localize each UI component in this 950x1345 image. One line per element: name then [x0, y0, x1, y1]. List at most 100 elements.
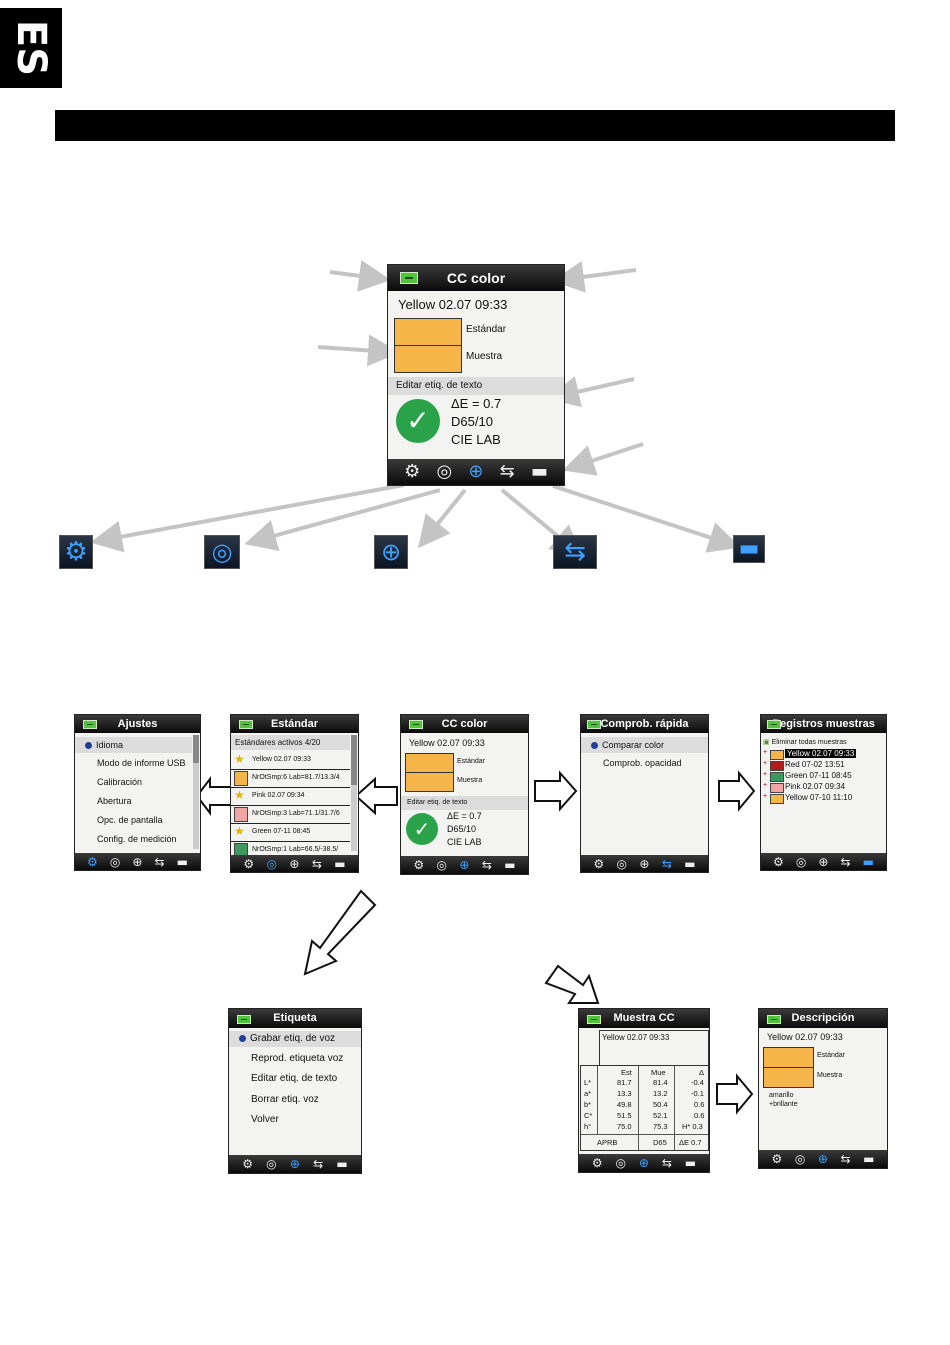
expand-icon: + [763, 771, 768, 778]
sample-swatch[interactable] [394, 345, 462, 373]
table-cell: 52.1 [653, 1111, 668, 1120]
menu-item-aperture[interactable]: Abertura [97, 796, 132, 806]
menu-item-play-voice[interactable]: Reprod. etiqueta voz [251, 1053, 344, 1064]
edit-text-label-row[interactable]: Editar etiq. de texto [388, 377, 564, 395]
label-screen: Etiqueta Grabar etiq. de voz Reprod. eti… [228, 1008, 362, 1174]
target-icon[interactable]: ◎ [266, 1157, 277, 1171]
target-icon[interactable]: ◎ [616, 856, 627, 871]
row-label: L* [584, 1078, 592, 1087]
target-icon[interactable]: ◎ [795, 854, 807, 869]
target-icon[interactable]: ◎ [109, 854, 121, 869]
list-item[interactable]: +Red 07-02 13:51 [763, 760, 845, 771]
battery-icon [587, 720, 601, 729]
gear-icon[interactable]: ⚙ [243, 856, 255, 871]
sample-name: Yellow 02.07 09:33 [767, 1032, 843, 1042]
arrows-icon[interactable]: ⇆ [154, 854, 165, 869]
folder-icon[interactable]: ▬ [504, 858, 516, 872]
standard-swatch[interactable] [394, 318, 462, 346]
list-item[interactable]: +Pink 02.07 09:34 [763, 782, 846, 793]
gear-icon[interactable]: ⚙ [593, 856, 605, 871]
target-icon[interactable]: ◎ [794, 1152, 806, 1166]
cc-color-screen-small: CC color Yellow 02.07 09:33 Estándar Mue… [400, 714, 529, 875]
selected-dot-icon [239, 1034, 246, 1042]
table-cell: -0.4 [691, 1078, 704, 1087]
crosshair-icon[interactable]: ⊕ [638, 1156, 649, 1170]
menu-item-calibration[interactable]: Calibración [97, 777, 143, 787]
target-icon[interactable]: ◎ [266, 856, 277, 871]
gear-icon[interactable]: ⚙ [413, 858, 425, 872]
folder-icon[interactable]: ▬ [684, 1156, 697, 1170]
list-item[interactable]: +Yellow 07-10 11:10 [763, 793, 853, 804]
target-icon[interactable]: ◎ [615, 1156, 626, 1170]
crosshair-icon[interactable]: ⊕ [132, 854, 143, 869]
arrows-icon[interactable]: ⇆ [499, 461, 515, 482]
menu-item-back[interactable]: Volver [251, 1114, 279, 1125]
color-swatch [770, 761, 784, 771]
menu-item-language[interactable]: Idioma [75, 737, 192, 753]
crosshair-icon[interactable]: ⊕ [289, 856, 300, 871]
scrollbar[interactable] [351, 735, 357, 851]
crosshair-icon[interactable]: ⊕ [289, 1157, 300, 1171]
quick-check-screen: Comprob. rápida Comparar color Comprob. … [580, 714, 709, 873]
folder-icon[interactable]: ▬ [334, 856, 346, 871]
folder-icon[interactable]: ▬ [684, 856, 696, 871]
list-item[interactable]: NrOtSmp:1 Lab=66.5/-38.5/ [231, 842, 350, 858]
list-item[interactable]: NrOtSmp:6 Lab=81.7/13.3/4 [231, 770, 350, 788]
sample-swatch[interactable] [763, 1067, 814, 1088]
gear-icon[interactable]: ⚙ [242, 1157, 253, 1171]
gear-icon[interactable]: ⚙ [87, 854, 98, 869]
sample-swatch[interactable] [405, 772, 454, 792]
crosshair-icon[interactable]: ⊕ [639, 856, 650, 871]
list-item[interactable]: +Green 07-11 08:45 [763, 771, 852, 782]
arrows-icon[interactable]: ⇆ [840, 1152, 851, 1166]
menu-item-display-options[interactable]: Opc. de pantalla [97, 815, 163, 825]
scrollbar[interactable] [193, 735, 199, 849]
arrows-icon[interactable]: ⇆ [481, 858, 492, 872]
title-bar: Comprob. rápida [581, 715, 708, 733]
gear-icon[interactable]: ⚙ [591, 1156, 603, 1170]
folder-icon[interactable]: ▬ [176, 854, 188, 869]
folder-icon[interactable]: ▬ [530, 461, 548, 482]
standard-screen: Estándar Estándares activos 4/20 ★Yellow… [230, 714, 359, 873]
folder-icon[interactable]: ▬ [862, 854, 874, 869]
sample-label: Muestra [457, 777, 483, 784]
list-item[interactable]: NrOtSmp:3 Lab=71.1/31.7/6 [231, 806, 350, 824]
gear-icon[interactable]: ⚙ [404, 461, 421, 482]
star-icon: ★ [234, 824, 245, 838]
target-icon[interactable]: ◎ [436, 461, 453, 482]
crosshair-icon[interactable]: ⊕ [468, 461, 484, 482]
title-bar: Ajustes [75, 715, 200, 733]
crosshair-icon[interactable]: ⊕ [818, 854, 829, 869]
list-item[interactable]: ★Pink 02.07 09:34 [231, 788, 350, 806]
arrows-icon[interactable]: ⇆ [661, 856, 672, 871]
menu-item-delete-voice[interactable]: Borrar etiq. voz [251, 1094, 319, 1105]
menu-item-compare-color[interactable]: Comparar color [581, 737, 708, 753]
arrows-icon[interactable]: ⇆ [661, 1156, 672, 1170]
folder-icon[interactable]: ▬ [336, 1157, 348, 1171]
delete-all-samples[interactable]: ▣ Eliminar todas muestras [763, 739, 847, 746]
crosshair-icon[interactable]: ⊕ [459, 858, 470, 872]
menu-item-edit-text[interactable]: Editar etiq. de texto [251, 1073, 338, 1084]
standard-swatch[interactable] [763, 1047, 814, 1068]
gear-icon[interactable]: ⚙ [773, 854, 784, 869]
arrows-icon[interactable]: ⇆ [313, 1157, 324, 1171]
list-item[interactable]: ★Green 07-11 08:45 [231, 824, 350, 842]
target-icon[interactable]: ◎ [436, 858, 447, 872]
list-item[interactable]: +Yellow 02.07 09:33 [763, 749, 857, 760]
selected-dot-icon [591, 742, 598, 750]
menu-item-usb-report[interactable]: Modo de informe USB [97, 758, 186, 768]
title-bar: Registros muestras [761, 715, 886, 733]
crosshair-icon[interactable]: ⊕ [817, 1152, 828, 1166]
menu-item-record-voice[interactable]: Grabar etiq. de voz [229, 1031, 361, 1047]
menu-item-measure-config[interactable]: Config. de medición [97, 834, 177, 844]
folder-icon[interactable]: ▬ [863, 1152, 875, 1166]
arrows-icon[interactable]: ⇆ [840, 854, 851, 869]
menu-item-opacity-check[interactable]: Comprob. opacidad [603, 758, 682, 768]
arrows-icon[interactable]: ⇆ [311, 856, 322, 871]
edit-text-label-row[interactable]: Editar etiq. de texto [401, 796, 528, 810]
table-cell: -0.1 [691, 1089, 704, 1098]
gear-icon[interactable]: ⚙ [771, 1152, 783, 1166]
bottom-toolbar: ⚙ ◎ ⊕ ⇆ ▬ [401, 856, 528, 874]
list-item[interactable]: ★Yellow 02.07 09:33 [231, 752, 350, 770]
standard-swatch[interactable] [405, 753, 454, 773]
